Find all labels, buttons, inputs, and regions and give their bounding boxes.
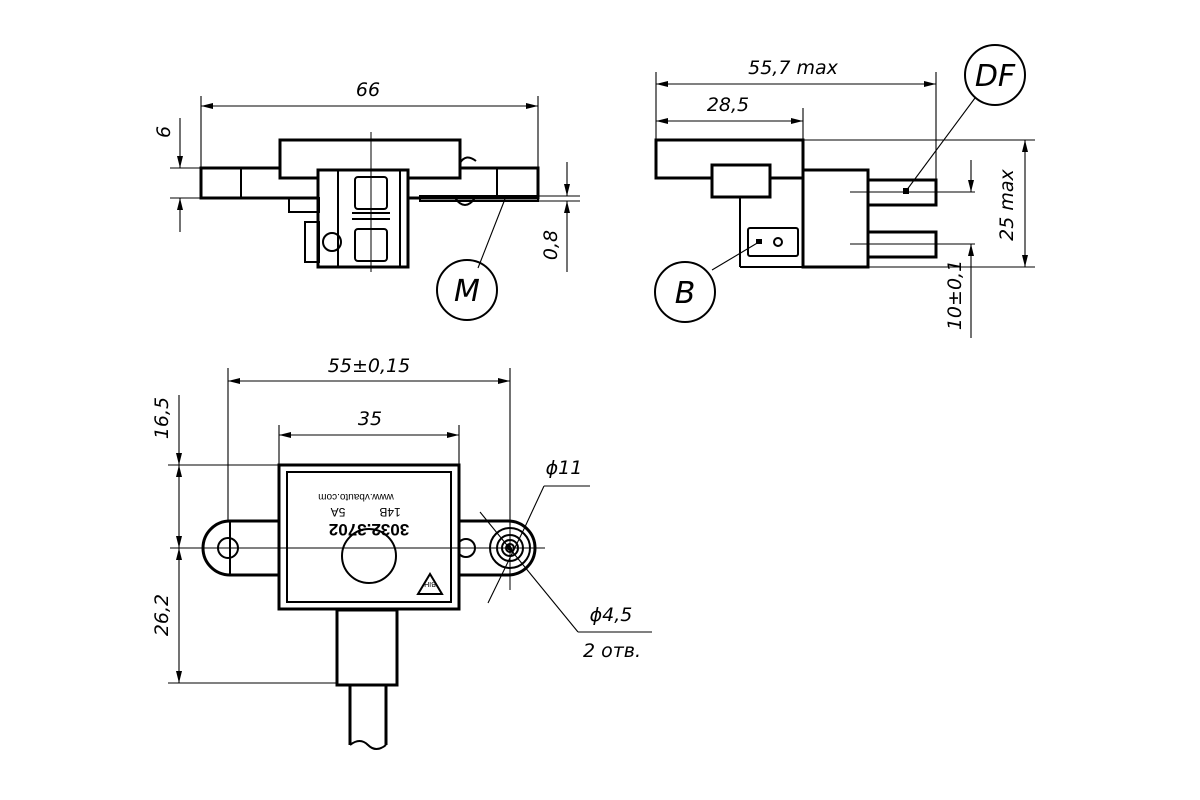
front-view: 66 6 0,8 M xyxy=(153,79,580,321)
callout-m-circle xyxy=(436,259,498,321)
dim-max-length: 55,7 max xyxy=(748,57,838,79)
dim-body-width: 35 xyxy=(358,408,382,430)
side-view: 55,7 max 28,5 25 max 10±0,1 DF B xyxy=(654,44,1035,338)
dim-hole-count: 2 отв. xyxy=(583,640,641,662)
dim-bottom-offset: 26,2 xyxy=(151,594,173,636)
dim-plate-gap: 0,8 xyxy=(540,230,562,260)
callout-b-label: B xyxy=(675,276,696,311)
cable-sleeve xyxy=(335,608,399,687)
callout-b-circle xyxy=(654,261,716,323)
dim-plate-thickness: 6 xyxy=(153,126,175,138)
marking-current: 5A xyxy=(331,505,346,519)
marking-website: www.vbauto.com xyxy=(318,491,395,502)
dim-boss-diameter: ϕ11 xyxy=(546,457,583,479)
regulator-body xyxy=(277,463,461,611)
callout-m-label: M xyxy=(454,274,480,309)
dim-half-length: 28,5 xyxy=(707,94,749,116)
dim-max-height: 25 max xyxy=(996,168,1018,240)
side-body xyxy=(801,168,870,269)
callout-df-circle xyxy=(964,44,1026,106)
callout-df-label: DF xyxy=(975,59,1016,94)
dim-overall-length: 66 xyxy=(356,79,380,101)
marking-part-number: 3032.3702 xyxy=(329,520,409,539)
center-boss xyxy=(341,528,397,584)
marking-voltage: 14В xyxy=(379,505,400,519)
dim-hole-spacing: 55±0,15 xyxy=(328,355,410,377)
dim-terminal-spacing: 10±0,1 xyxy=(944,260,966,330)
dim-hole-diameter: ϕ4,5 xyxy=(590,604,633,626)
svg-text:ВІН: ВІН xyxy=(424,580,436,587)
top-view: 3032.3702 14В 5A www.vbauto.com ВІН 55±0… xyxy=(151,355,652,750)
dim-top-offset: 16,5 xyxy=(151,397,173,439)
brand-logo: ВІН xyxy=(416,572,444,595)
